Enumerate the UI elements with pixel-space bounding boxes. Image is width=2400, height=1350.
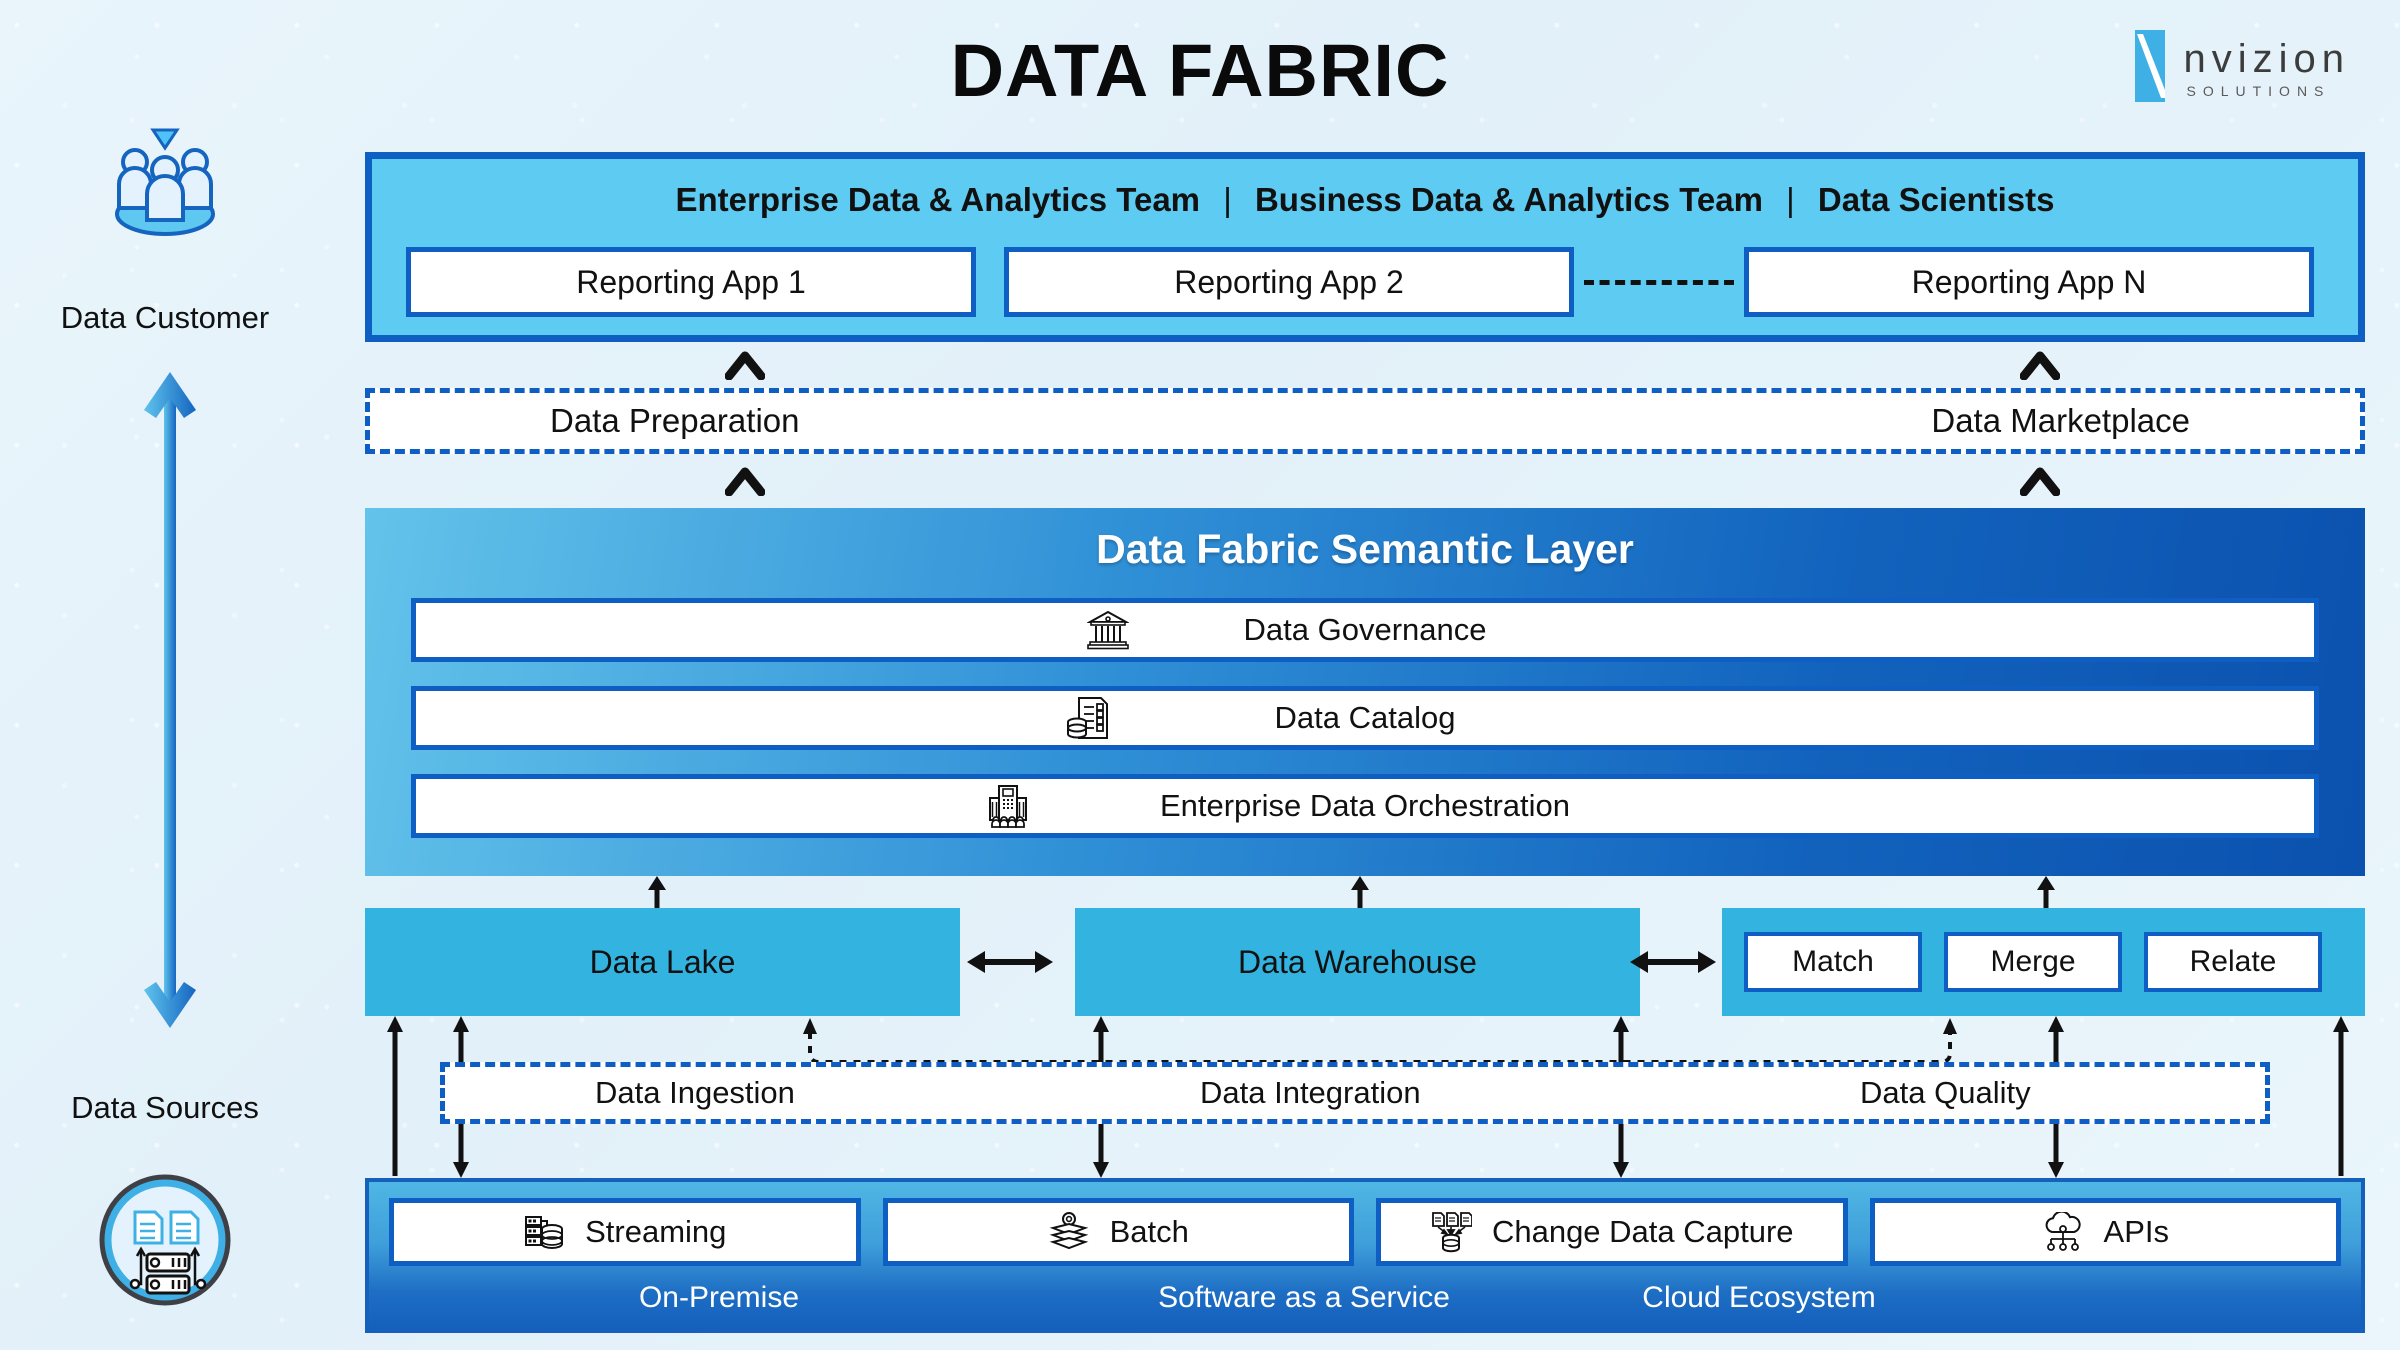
data-marketplace-label: Data Marketplace <box>1931 402 2190 439</box>
team-label-0: Enterprise Data & Analytics Team <box>675 181 1201 218</box>
source-cards-row: Streaming Batch <box>389 1198 2341 1266</box>
batch-stack-icon <box>1048 1211 1090 1253</box>
source-card-apis[interactable]: APIs <box>1869 1198 2341 1266</box>
catalog-database-icon <box>1065 695 1111 741</box>
reporting-apps-row: Reporting App 1 Reporting App 2 Reportin… <box>406 247 2324 317</box>
server-database-icon <box>523 1211 565 1253</box>
arrow-down-integration-to-sources <box>1093 1124 1109 1178</box>
semantic-row-label-0: Data Governance <box>1243 612 1487 647</box>
arrow-up-sources-left-edge <box>387 1016 403 1176</box>
double-headed-vertical-arrow-icon <box>144 372 196 1028</box>
arrow-up-sources-right-edge <box>2333 1016 2349 1176</box>
office-building-people-icon <box>985 783 1031 829</box>
deployment-label-on-premise: On-Premise <box>638 1281 800 1314</box>
chevron-up-icon-prep-top <box>725 350 765 380</box>
dotted-integration-connector <box>803 1018 1957 1064</box>
apps-ellipsis-connector <box>1574 279 1744 285</box>
data-ingestion-label: Data Ingestion <box>595 1075 795 1110</box>
arrow-up-quality-to-mdm <box>1613 1016 1629 1064</box>
data-integration-label: Data Integration <box>1200 1075 1421 1110</box>
documents-to-database-icon <box>1430 1211 1472 1253</box>
data-lake-box[interactable]: Data Lake <box>365 908 960 1016</box>
mdm-box-group: Match Merge Relate <box>1722 908 2365 1016</box>
mdm-match-box[interactable]: Match <box>1744 932 1922 992</box>
arrow-up-integration-to-warehouse <box>1093 1016 1109 1064</box>
data-warehouse-box[interactable]: Data Warehouse <box>1075 908 1640 1016</box>
arrow-up-ingest-to-lake <box>453 1016 469 1064</box>
semantic-row-data-catalog[interactable]: Data Catalog <box>411 686 2319 750</box>
rail-label-data-customer: Data Customer <box>60 300 270 335</box>
mdm-relate-box[interactable]: Relate <box>2144 932 2322 992</box>
deployment-labels-row: On-Premise Software as a Service Cloud E… <box>369 1281 2361 1315</box>
source-card-change-data-capture[interactable]: Change Data Capture <box>1376 1198 1848 1266</box>
source-label-apis: APIs <box>2103 1214 2169 1249</box>
arrow-up-lake-to-semantic <box>648 876 666 910</box>
source-card-streaming[interactable]: Streaming <box>389 1198 861 1266</box>
chevron-up-icon-prep-bottom <box>725 466 765 496</box>
source-card-batch[interactable]: Batch <box>882 1198 1354 1266</box>
source-label-change-data-capture: Change Data Capture <box>1491 1214 1794 1249</box>
deployment-label-saas: Software as a Service <box>1158 1281 1450 1314</box>
chevron-up-icon-market-top <box>2020 350 2060 380</box>
bidirectional-arrow-icon-warehouse-mdm <box>1630 951 1716 973</box>
bank-building-icon <box>1085 607 1131 653</box>
semantic-row-label-2: Enterprise Data Orchestration <box>1159 788 1571 823</box>
data-sources-band: Streaming Batch <box>365 1178 2365 1333</box>
arrow-down-ingest-to-sources <box>453 1124 469 1178</box>
chevron-up-icon-market-bottom <box>2020 466 2060 496</box>
team-label-2: Data Scientists <box>1817 181 2055 218</box>
data-pipeline-band: Data Ingestion Data Integration Data Qua… <box>440 1062 2270 1124</box>
semantic-row-label-1: Data Catalog <box>1274 700 1456 735</box>
reporting-app-2[interactable]: Reporting App 2 <box>1004 247 1574 317</box>
logo-wordmark: nvizion <box>2183 37 2350 81</box>
reporting-app-n[interactable]: Reporting App N <box>1744 247 2314 317</box>
data-preparation-label: Data Preparation <box>550 402 800 439</box>
semantic-layer-band: Data Fabric Semantic Layer Data Governan… <box>365 508 2365 876</box>
semantic-row-enterprise-data-orchestration[interactable]: Enterprise Data Orchestration <box>411 774 2319 838</box>
mdm-merge-box[interactable]: Merge <box>1944 932 2122 992</box>
data-consumer-band: Enterprise Data & Analytics Team | Busin… <box>365 152 2365 342</box>
deployment-label-cloud: Cloud Ecosystem <box>1642 1281 1876 1314</box>
semantic-layer-title: Data Fabric Semantic Layer <box>1096 526 1634 572</box>
reporting-app-1[interactable]: Reporting App 1 <box>406 247 976 317</box>
arrow-up-right-to-mdm <box>2048 1016 2064 1064</box>
brand-logo: nvizion SOLUTIONS <box>2131 28 2350 104</box>
bidirectional-arrow-icon-lake-warehouse <box>967 951 1053 973</box>
consumer-teams: Enterprise Data & Analytics Team | Busin… <box>372 181 2358 219</box>
logo-n-mark <box>2135 30 2166 102</box>
semantic-row-data-governance[interactable]: Data Governance <box>411 598 2319 662</box>
team-separator-1: | <box>1786 181 1795 218</box>
team-separator-0: | <box>1223 181 1232 218</box>
page-title: DATA FABRIC <box>950 29 1450 112</box>
arrow-up-warehouse-to-semantic <box>1351 876 1369 910</box>
data-quality-label: Data Quality <box>1860 1075 2031 1110</box>
data-sources-circle-icon <box>99 1174 231 1306</box>
arrow-down-right-to-sources <box>2048 1124 2064 1178</box>
rail-label-data-sources: Data Sources <box>71 1090 259 1125</box>
arrow-down-quality-to-sources <box>1613 1124 1629 1178</box>
arrow-up-mdm-to-semantic <box>2037 876 2055 910</box>
source-label-batch: Batch <box>1109 1214 1189 1249</box>
data-services-band: Data Preparation Data Marketplace <box>365 388 2365 454</box>
people-group-icon <box>115 128 215 236</box>
logo-subtitle: SOLUTIONS <box>2186 83 2331 99</box>
source-label-streaming: Streaming <box>585 1214 727 1249</box>
cloud-api-icon <box>2042 1211 2084 1253</box>
team-label-1: Business Data & Analytics Team <box>1254 181 1763 218</box>
